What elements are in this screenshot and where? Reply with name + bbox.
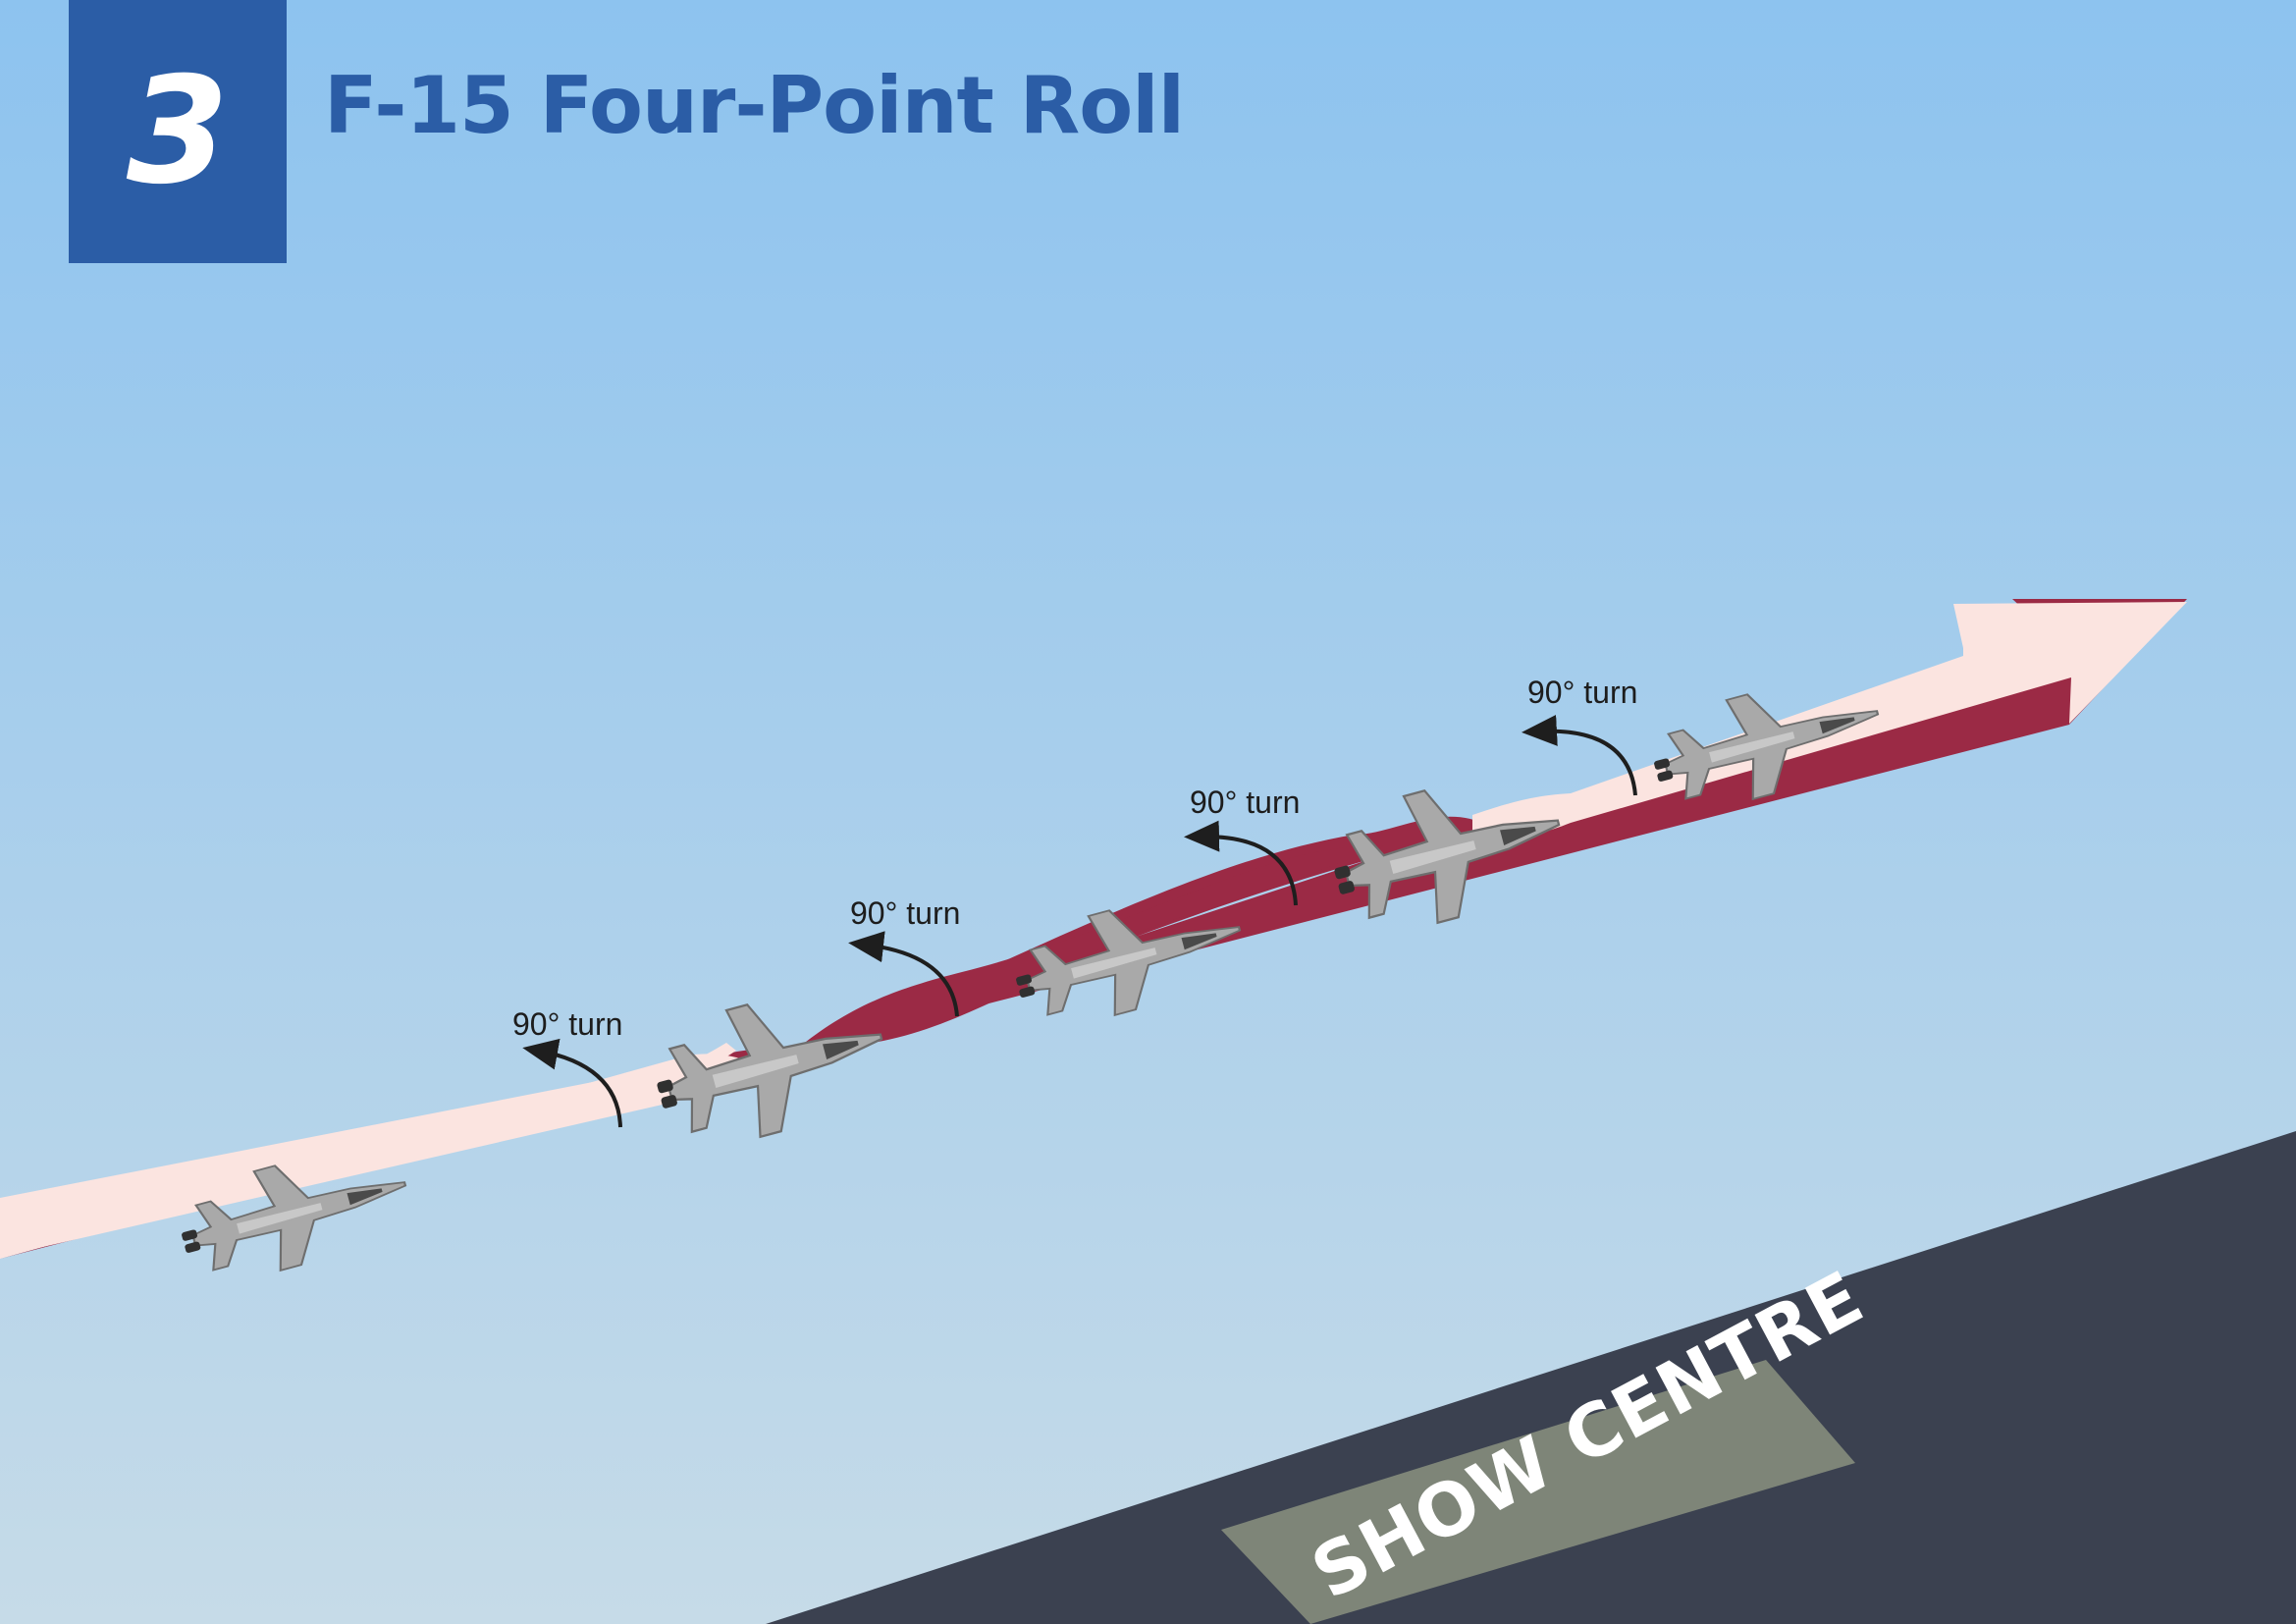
turn-label-group: 90° turn 90° turn 90° turn 90° turn <box>512 675 1637 1042</box>
turn-label-1: 90° turn <box>512 1006 622 1042</box>
turn-label-3: 90° turn <box>1190 785 1300 820</box>
turn-label-4: 90° turn <box>1527 675 1637 710</box>
flight-path-dark <box>797 845 1384 1049</box>
page-title: F-15 Four-Point Roll <box>324 60 1185 151</box>
turn-arrows <box>522 714 1637 1128</box>
turn-label-2: 90° turn <box>850 895 960 931</box>
step-number-badge: 3 <box>69 0 287 263</box>
ground <box>766 1131 2296 1624</box>
